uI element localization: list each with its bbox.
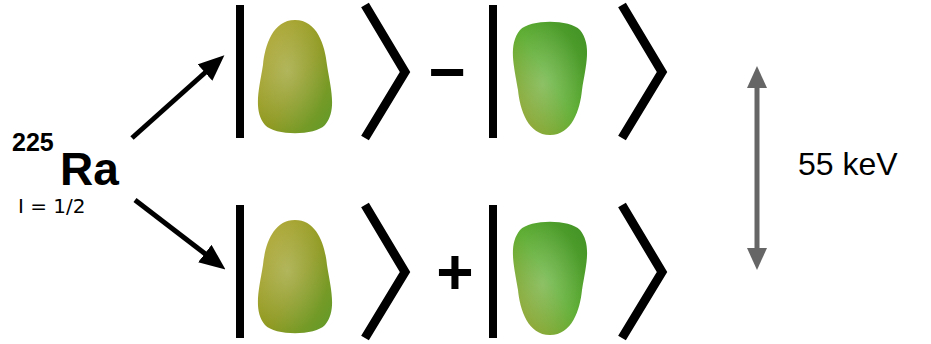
ket-bracket (622, 5, 662, 138)
ket-bracket (622, 205, 662, 338)
nucleus-shine (258, 20, 332, 133)
arrow-up (132, 70, 208, 138)
nucleus-shine (513, 22, 587, 135)
ket-bar (489, 205, 497, 338)
energy-arrow (755, 84, 760, 252)
operator-minus: − (428, 40, 465, 104)
energy-label: 55 keV (798, 148, 898, 180)
nucleus-shine (513, 222, 587, 335)
arrow-down (135, 200, 208, 256)
ket-bar (236, 205, 244, 338)
nucleus-shape (513, 22, 587, 135)
nucleus-shape (513, 222, 587, 335)
ket-bar (489, 5, 497, 138)
ket-bracket (365, 205, 405, 338)
nucleus-shape (258, 220, 332, 333)
element-symbol: Ra (60, 146, 119, 192)
nucleus-shine (258, 220, 332, 333)
ket-bracket (365, 5, 405, 138)
mass-number: 225 (12, 130, 54, 155)
spin-label: I = 1/2 (18, 196, 86, 216)
ket-bar (236, 5, 244, 138)
operator-plus: + (436, 240, 473, 304)
nucleus-shape (258, 20, 332, 133)
